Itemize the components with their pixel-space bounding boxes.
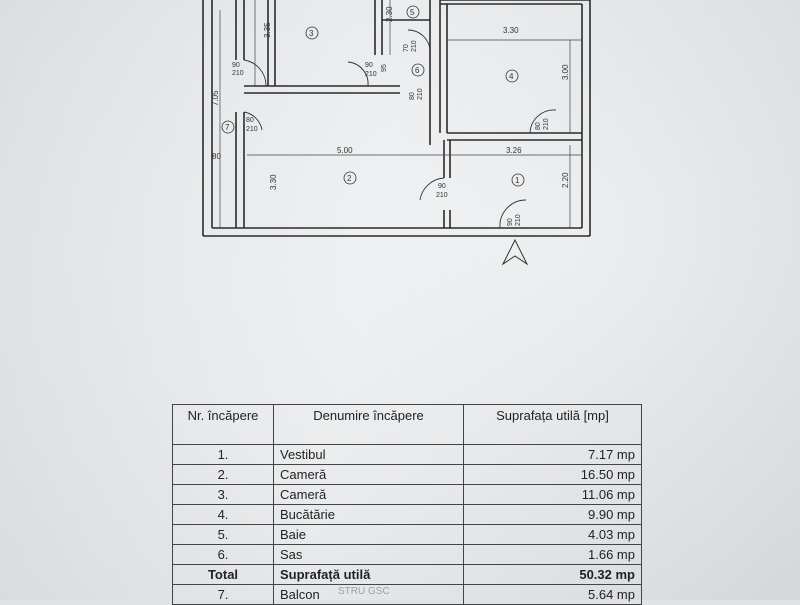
svg-text:210: 210 [411, 40, 418, 52]
table-header-row: Nr. încăpere Denumire încăpere Suprafața… [172, 404, 642, 445]
dimension-lines [219, 0, 582, 228]
room-number-7: 7 [225, 123, 230, 132]
svg-text:210: 210 [515, 214, 522, 226]
room-markers [221, 5, 525, 187]
door-label-95: 95 [381, 64, 388, 72]
svg-text:70: 70 [403, 44, 410, 52]
room-number-6: 6 [415, 66, 420, 75]
room-number-5: 5 [410, 8, 415, 17]
dim-3-26: 3.26 [506, 146, 522, 155]
dim-5-00: 5.00 [337, 146, 353, 155]
svg-text:210: 210 [246, 126, 258, 133]
door-swings [243, 29, 557, 229]
table-row: 6. Sas 1.66 mp [172, 544, 642, 565]
table-total-row: Total Suprafață utilă 50.32 mp [172, 564, 642, 585]
plan-walls [202, 0, 591, 237]
room-number-4: 4 [509, 72, 514, 81]
dim-3-30-left: 3.30 [269, 174, 278, 190]
door-label-kitchen: 80 210 [535, 118, 550, 130]
door-label-room3: 90 210 [365, 62, 377, 78]
area-table: Nr. încăpere Denumire încăpere Suprafața… [172, 404, 642, 605]
svg-text:80: 80 [535, 122, 542, 130]
dim-80: 80 [212, 152, 221, 161]
table-row: 1. Vestibul 7.17 mp [172, 444, 642, 465]
dim-2-30: 2.30 [385, 6, 394, 22]
door-label-bath: 70 210 [403, 40, 418, 52]
door-label-entrance: 90 210 [507, 214, 522, 226]
door-label-entrance-left: 90 210 [232, 62, 244, 77]
north-arrow-icon [501, 238, 529, 266]
room-number-2: 2 [347, 174, 352, 183]
svg-text:90: 90 [507, 218, 514, 226]
stamp-watermark: STRU GSC [338, 586, 390, 597]
dim-7-05: 7.05 [211, 90, 220, 106]
table-row: 7. Balcon 5.64 mp [172, 584, 642, 605]
svg-text:210: 210 [365, 71, 377, 78]
table-row: 4. Bucătărie 9.90 mp [172, 504, 642, 525]
svg-text:210: 210 [417, 88, 424, 100]
svg-text:80: 80 [409, 92, 416, 100]
door-label-sas: 80 210 [409, 88, 424, 100]
room-number-1: 1 [515, 176, 520, 185]
svg-text:90: 90 [365, 62, 373, 69]
header-area: Suprafața utilă [mp] [463, 404, 642, 445]
door-label-room7: 80 210 [246, 117, 258, 133]
svg-text:210: 210 [543, 118, 550, 130]
svg-text:80: 80 [246, 117, 254, 124]
svg-text:90: 90 [438, 183, 446, 190]
room-number-3: 3 [309, 29, 314, 38]
dim-3-35: 3.35 [263, 22, 272, 38]
table-row: 5. Baie 4.03 mp [172, 524, 642, 545]
door-label-room2: 90 210 [436, 183, 448, 199]
header-name: Denumire încăpere [273, 404, 464, 445]
dim-3-00: 3.00 [561, 64, 570, 80]
svg-text:210: 210 [436, 192, 448, 199]
header-nr: Nr. încăpere [172, 404, 274, 445]
svg-text:210: 210 [232, 70, 244, 77]
table-row: 3. Cameră 11.06 mp [172, 484, 642, 505]
table-row: 2. Cameră 16.50 mp [172, 464, 642, 485]
dim-2-20: 2.20 [561, 172, 570, 188]
svg-text:90: 90 [232, 62, 240, 69]
dim-3-30-top: 3.30 [503, 26, 519, 35]
